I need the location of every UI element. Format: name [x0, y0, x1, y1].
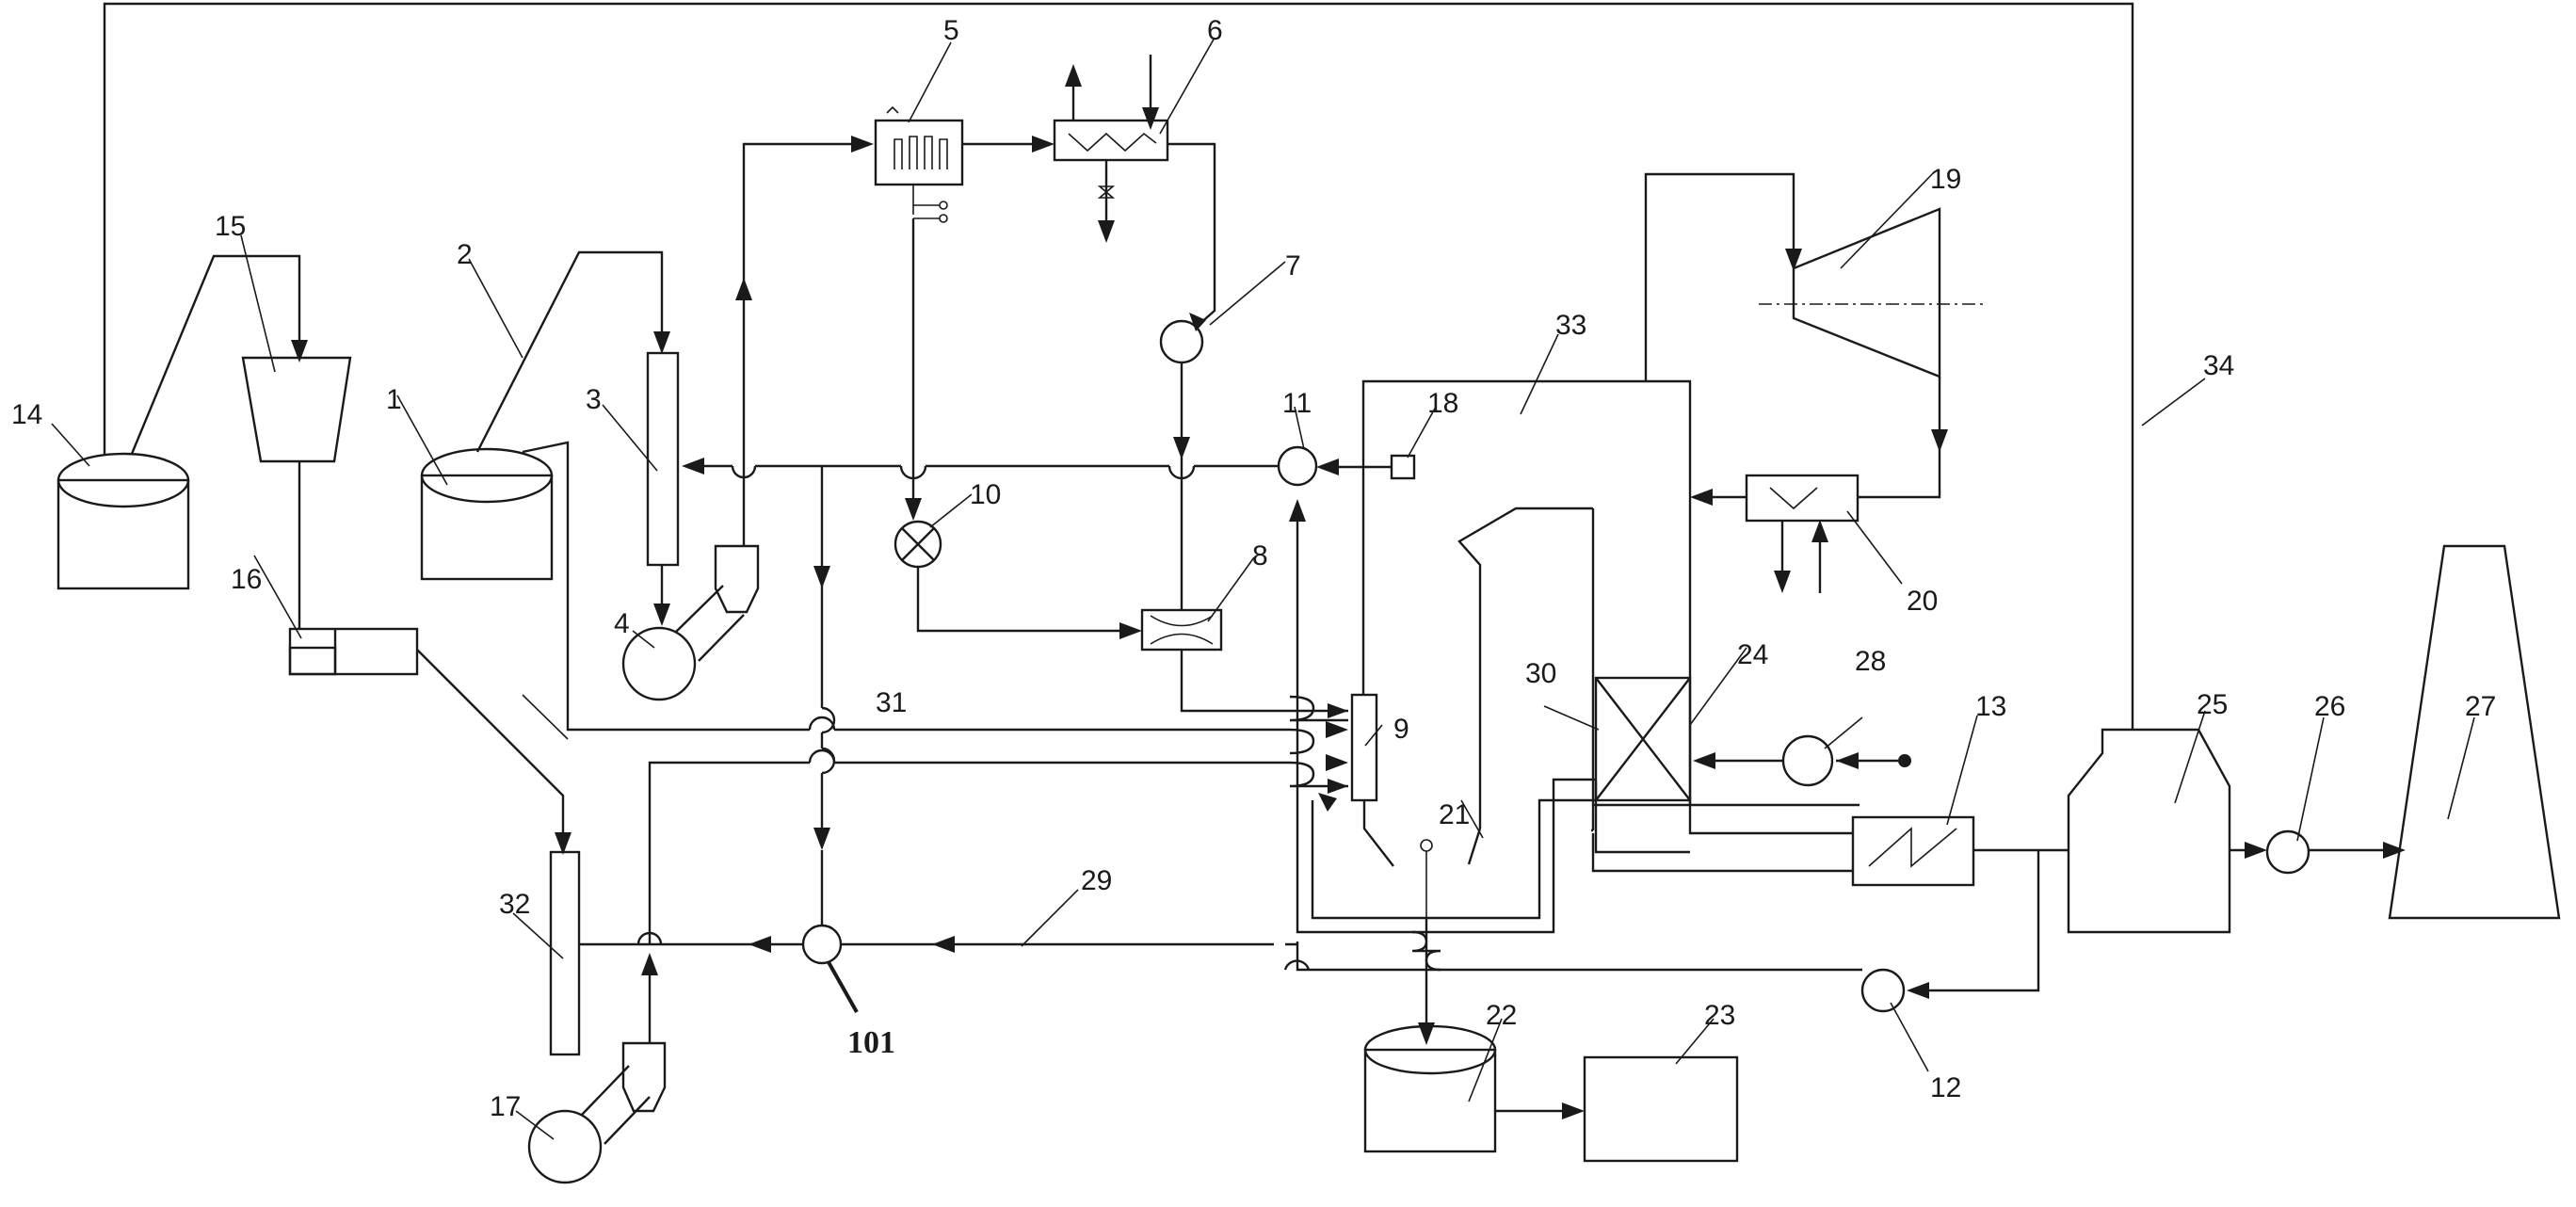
pump-12 [1860, 968, 1906, 1013]
leader-lines [51, 37, 2475, 1140]
device-8 [1140, 608, 1223, 652]
box-23 [1583, 1055, 1739, 1163]
label-7: 7 [1285, 250, 1301, 282]
label-9: 9 [1393, 714, 1409, 745]
label-33: 33 [1555, 310, 1586, 341]
mill-17 [527, 1041, 667, 1184]
label-3: 3 [586, 384, 602, 415]
feeder-16 [288, 627, 419, 676]
label-5: 5 [943, 15, 959, 46]
label-4: 4 [614, 608, 630, 639]
fan-28 [1781, 734, 1834, 787]
tank-22 [1363, 1024, 1497, 1153]
label-2: 2 [457, 239, 473, 270]
junction-101 [801, 924, 843, 965]
label-8: 8 [1252, 540, 1268, 571]
tank-1 [420, 447, 554, 581]
label-21: 21 [1439, 799, 1470, 830]
stack-27 [2388, 544, 2561, 920]
label-32: 32 [499, 889, 530, 920]
condenser-20 [1745, 474, 1860, 593]
line-31 [522, 441, 1290, 732]
label-16: 16 [231, 564, 262, 595]
line-16-32 [416, 649, 565, 847]
label-10: 10 [970, 479, 1001, 510]
line-30 [1543, 705, 1600, 731]
label-11: 11 [1282, 388, 1312, 419]
label-23: 23 [1704, 1000, 1735, 1031]
label-28: 28 [1855, 646, 1886, 677]
line-2 [475, 250, 664, 453]
label-13: 13 [1975, 691, 2006, 722]
label-27: 27 [2465, 691, 2496, 722]
air-preheater-24 [1594, 676, 1692, 802]
label-18: 18 [1427, 388, 1458, 419]
sensor-18 [1390, 454, 1416, 480]
label-29: 29 [1081, 865, 1112, 896]
label-1: 1 [386, 384, 402, 415]
mill-4 [621, 544, 760, 701]
line-14-15 [130, 254, 301, 455]
label-15: 15 [215, 211, 246, 242]
label-26: 26 [2314, 691, 2345, 722]
label-34: 34 [2203, 350, 2234, 381]
label-101: 101 [847, 1025, 895, 1060]
economizer-13 [1851, 815, 1975, 887]
label-19: 19 [1930, 164, 1961, 195]
air-inlet-28 [1898, 754, 1911, 767]
label-20: 20 [1907, 586, 1938, 617]
column-3 [646, 351, 680, 567]
label-31: 31 [876, 687, 907, 718]
tank-14 [56, 452, 190, 590]
label-25: 25 [2197, 689, 2228, 720]
label-24: 24 [1737, 639, 1768, 670]
separator-5 [874, 105, 964, 223]
leader-101 [827, 961, 859, 1013]
precipitator-25 [2067, 728, 2231, 934]
valve-10 [894, 520, 942, 569]
hopper-15 [241, 356, 352, 463]
component-labels: 14 15 16 2 1 3 4 5 6 7 10 11 18 8 9 31 3… [11, 15, 2496, 1122]
line-34 [103, 2, 2134, 730]
label-17: 17 [490, 1091, 521, 1122]
id-fan-26 [2265, 829, 2310, 875]
label-14: 14 [11, 399, 42, 430]
furnace-21 [1457, 507, 1595, 865]
label-30: 30 [1525, 658, 1556, 689]
junction-11 [1277, 445, 1318, 487]
boiler-33 [1361, 379, 1860, 807]
label-22: 22 [1486, 1000, 1517, 1031]
column-32 [549, 850, 581, 1056]
label-12: 12 [1930, 1072, 1961, 1103]
label-6: 6 [1207, 15, 1223, 46]
burner-9 [1350, 693, 1378, 802]
line-4-5 [742, 142, 864, 546]
heat-exchanger-6 [1053, 55, 1169, 243]
